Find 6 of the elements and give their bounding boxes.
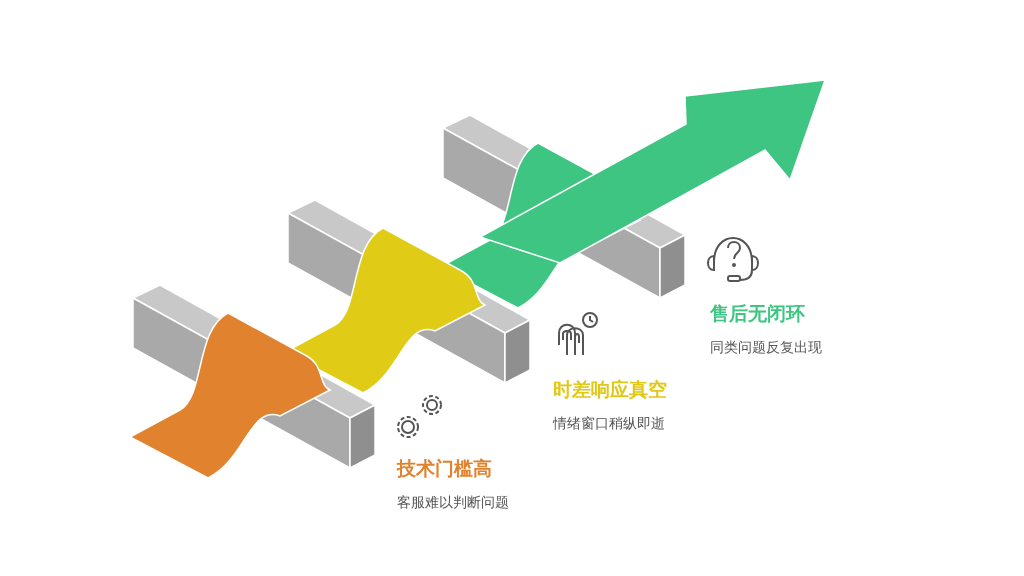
description: 同类问题反复出现 (710, 339, 822, 357)
description: 情绪窗口稍纵即逝 (553, 415, 665, 433)
description: 客服难以判断问题 (397, 494, 509, 512)
heading: 技术门槛高 (397, 456, 492, 481)
heading: 时差响应真空 (553, 377, 667, 402)
heading: 售后无闭环 (710, 301, 805, 326)
